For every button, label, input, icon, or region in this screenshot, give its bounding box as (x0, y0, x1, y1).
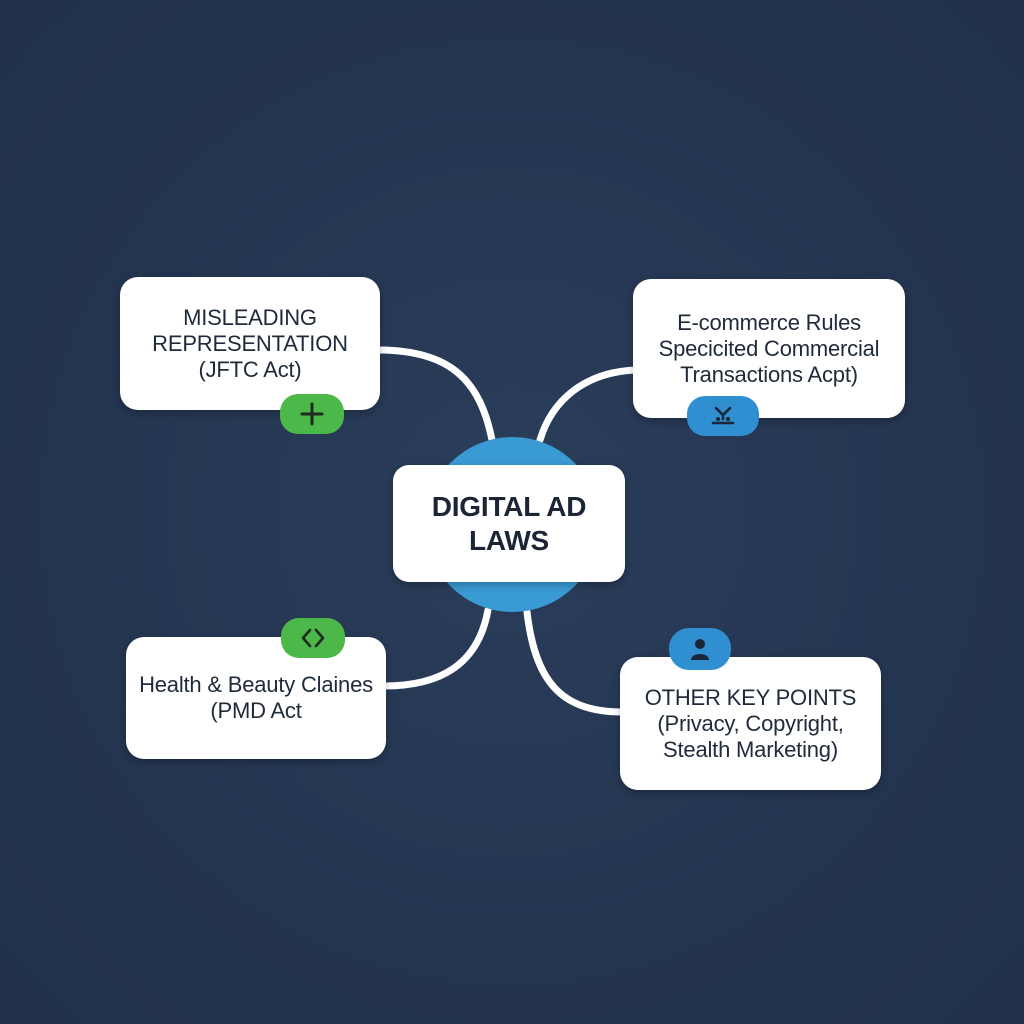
badge-bottom-right (669, 628, 731, 670)
badge-top-right (687, 396, 759, 436)
node-text-line: OTHER KEY POINTS (644, 684, 857, 710)
node-misleading-representation: MISLEADING REPRESENTATION (JFTC Act) (120, 277, 380, 410)
node-text-line: Specicited Commercial (658, 335, 880, 361)
node-text-line: (JFTC Act) (198, 356, 302, 382)
node-other-key-points: OTHER KEY POINTS (Privacy, Copyright, St… (620, 657, 881, 790)
node-text-line: REPRESENTATION (152, 330, 348, 356)
center-title-line-1: DIGITAL AD (431, 490, 587, 522)
node-text-line: (Privacy, Copyright, (657, 710, 844, 736)
node-text-line: Stealth Marketing) (663, 736, 838, 762)
node-text-line: (PMD Act (210, 698, 302, 723)
center-node: DIGITAL AD LAWS (393, 465, 625, 582)
scales-icon (711, 406, 735, 425)
person-icon (691, 639, 709, 660)
node-text-line: Health & Beauty Claines (139, 672, 373, 697)
center-title-line-2: LAWS (468, 524, 550, 556)
node-text-line: MISLEADING (183, 304, 317, 330)
plus-icon (300, 402, 324, 426)
badge-top-left (280, 394, 344, 434)
connector-top-right (536, 366, 640, 444)
connector-bottom-left (380, 606, 492, 690)
node-health-beauty-claims: Health & Beauty Claines (PMD Act (126, 637, 386, 759)
connector-top-left (374, 346, 496, 444)
node-ecommerce-rules: E-commerce Rules Specicited Commercial T… (633, 279, 905, 418)
diamond-code-icon (301, 628, 325, 648)
node-text-line: Transactions Acpt) (680, 361, 858, 387)
node-text-line: E-commerce Rules (677, 309, 861, 335)
connector-bottom-right (523, 608, 626, 716)
badge-bottom-left (281, 618, 345, 658)
